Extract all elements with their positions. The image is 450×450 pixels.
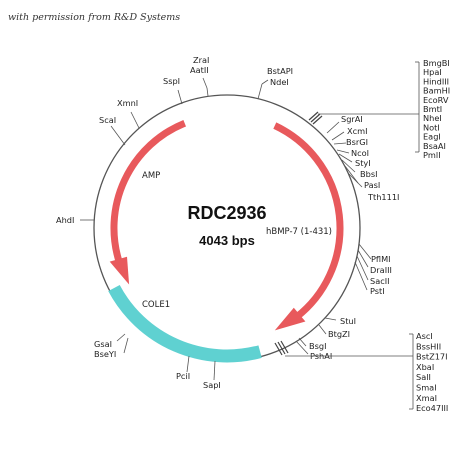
svg-text:BseYI: BseYI [94, 349, 116, 359]
site-tth111i: Tth111I [347, 172, 399, 202]
mcs-top-site-label: NheI [423, 113, 442, 123]
site-aatii: AatII [190, 65, 209, 89]
mcs-bottom-site-label: XbaI [416, 362, 434, 372]
site-bbsi: BbsI [341, 159, 378, 179]
site-ndei: NdeI [261, 77, 289, 87]
mcs-top-site-label: EcoRV [423, 95, 449, 105]
site-ahdi: AhdI [56, 215, 94, 225]
site-pasi: PasI [344, 165, 380, 190]
svg-text:PflMI: PflMI [371, 254, 391, 264]
mcs-top-site-label: BmtI [423, 104, 442, 114]
cole1-arc [108, 284, 262, 363]
svg-text:XcmI: XcmI [347, 126, 368, 136]
mcs-bottom-site-label: SmaI [416, 383, 437, 393]
svg-text:NdeI: NdeI [270, 77, 289, 87]
plasmid-name: RDC2936 [187, 203, 266, 223]
svg-text:PstI: PstI [370, 286, 385, 296]
site-sacii: SacII [356, 255, 390, 286]
svg-text:BsrGI: BsrGI [346, 137, 368, 147]
site-bseyi: BseYI [94, 337, 129, 359]
site-bsrgi: BsrGI [333, 137, 368, 147]
site-scai: ScaI [99, 115, 126, 146]
hbmp7-label: hBMP-7 (1-431) [266, 227, 332, 237]
svg-text:NcoI: NcoI [351, 148, 369, 158]
svg-text:AatII: AatII [190, 65, 209, 75]
mcs-top-site-label: EagI [423, 132, 441, 142]
mcs-bottom-bracket [285, 333, 414, 410]
mcs-bottom-site-label: Eco47III [416, 403, 448, 413]
plasmid-size: 4043 bps [199, 233, 255, 248]
amp-arrowhead [109, 256, 130, 285]
credit-text: with permission from R&D Systems [8, 12, 180, 23]
amp-label: AMP [142, 171, 160, 181]
svg-text:SacII: SacII [370, 276, 390, 286]
svg-text:XmnI: XmnI [117, 98, 138, 108]
hbmp7-arrowhead [274, 307, 306, 331]
svg-text:BbsI: BbsI [360, 169, 378, 179]
site-pcii: PciI [176, 355, 190, 381]
cole1-label: COLE1 [142, 300, 170, 310]
site-xcmi: XcmI [331, 126, 368, 141]
mcs-bottom-site-label: AscI [416, 331, 433, 341]
svg-text:StuI: StuI [340, 316, 356, 326]
mcs-bottom-site-list: AscIBssHIIBstZ17IXbaISalISmaIXmaIEco47II… [416, 331, 448, 413]
svg-text:BtgZI: BtgZI [328, 329, 350, 339]
site-styi: StyI [338, 153, 371, 168]
mcs-bottom-site-label: XmaI [416, 393, 437, 403]
svg-text:ZraI: ZraI [193, 55, 209, 65]
mcs-top-site-label: PmlI [423, 150, 441, 160]
svg-text:SapI: SapI [203, 380, 221, 390]
site-sapi: SapI [203, 360, 221, 390]
mcs-top-site-label: BmgBI [423, 58, 450, 68]
site-stui: StuI [324, 316, 356, 326]
mcs-top-site-label: BsaAI [423, 141, 446, 151]
site-pflmi: PflMI [358, 243, 391, 264]
svg-text:BsgI: BsgI [309, 341, 327, 351]
mcs-top-site-label: BamHI [423, 86, 450, 96]
site-psti: PstI [354, 261, 385, 296]
mcs-bottom-marker [274, 340, 289, 356]
site-sgrai: SgrAI [326, 114, 363, 134]
svg-text:Tth111I: Tth111I [367, 192, 399, 202]
site-xmni: XmnI [117, 98, 140, 129]
hbmp7-arc [273, 122, 344, 320]
amp-arc [110, 119, 187, 264]
svg-text:ScaI: ScaI [99, 115, 116, 125]
site-bstapi: BstAPI [257, 66, 293, 100]
mcs-bottom-site-label: BstZ17I [416, 352, 448, 362]
mcs-top-site-label: HindIII [423, 76, 449, 86]
svg-text:BstAPI: BstAPI [267, 66, 293, 76]
site-draiii: DraIII [357, 249, 392, 275]
mcs-top-site-list: BmgBIHpaIHindIIIBamHIEcoRVBmtINheINotIEa… [423, 58, 450, 160]
svg-text:PciI: PciI [176, 371, 190, 381]
mcs-top-site-label: NotI [423, 122, 440, 132]
mcs-top-bracket [318, 61, 420, 153]
mcs-bottom-site-label: BssHII [416, 341, 441, 351]
svg-text:DraIII: DraIII [370, 265, 392, 275]
site-btgzi: BtgZI [318, 324, 350, 339]
svg-text:GsaI: GsaI [94, 339, 112, 349]
svg-text:SgrAI: SgrAI [341, 114, 363, 124]
svg-text:AhdI: AhdI [56, 215, 74, 225]
site-sspi: SspI [163, 76, 183, 105]
site-gsai: GsaI [94, 333, 126, 349]
svg-text:PasI: PasI [364, 180, 380, 190]
site-bsgi: BsgI [298, 337, 327, 351]
site-zrai: ZraI [193, 55, 209, 97]
mcs-top-marker [308, 111, 323, 125]
mcs-bottom-site-label: SalI [416, 372, 431, 382]
mcs-top-site-label: HpaI [423, 67, 442, 77]
svg-text:SspI: SspI [163, 76, 180, 86]
svg-text:StyI: StyI [355, 158, 371, 168]
site-ncoi: NcoI [336, 148, 369, 158]
